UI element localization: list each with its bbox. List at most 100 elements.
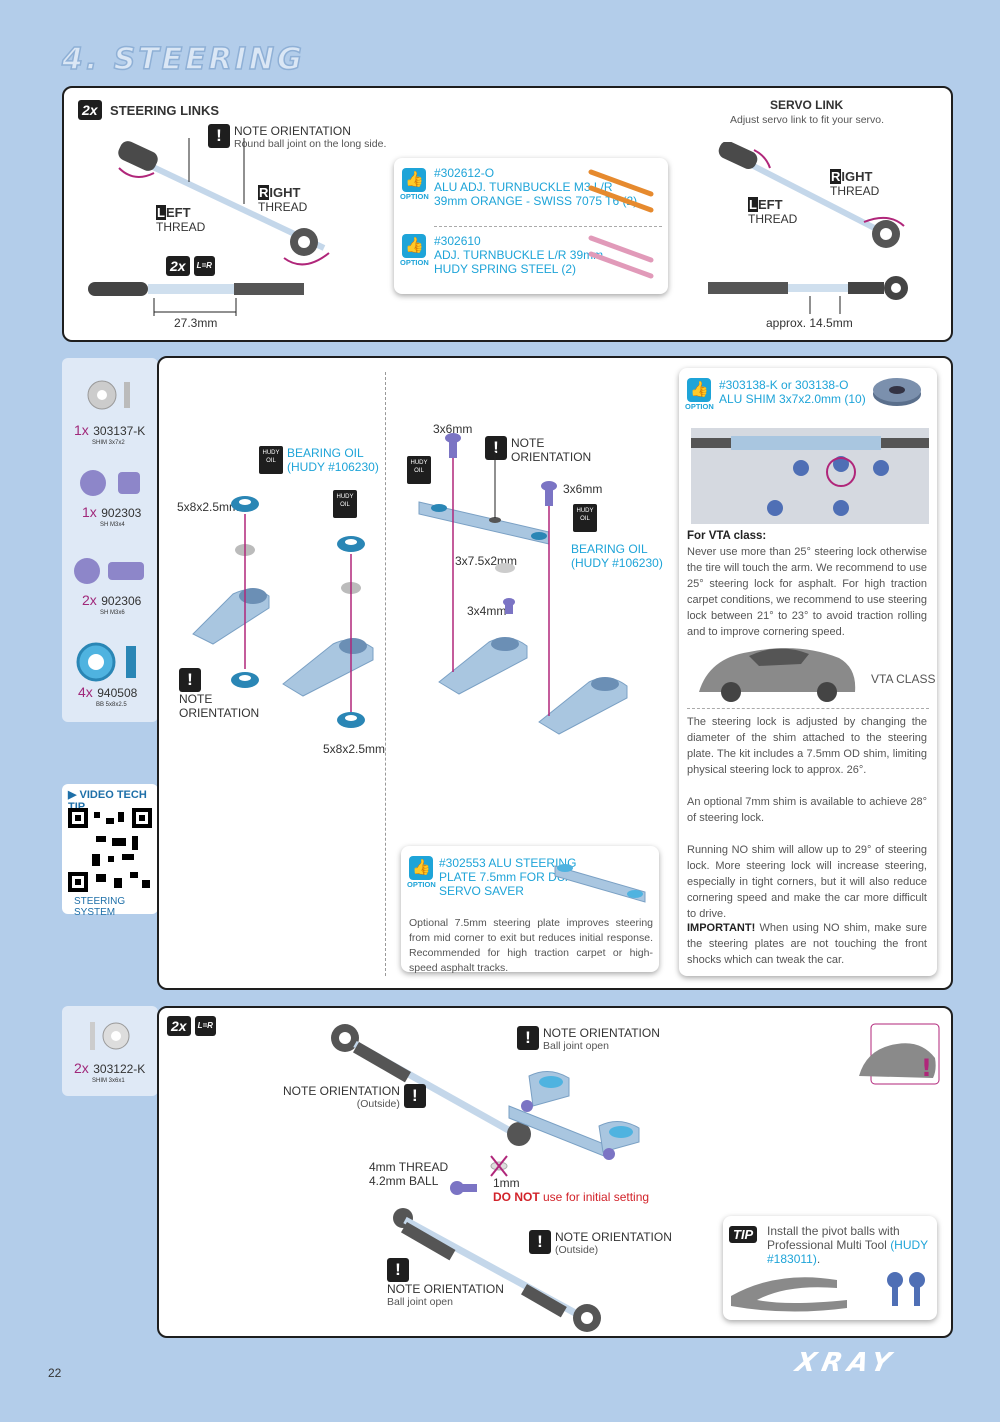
steering-link-measurement [88, 282, 304, 316]
servo-link-length-label: approx. 14.5mm [766, 316, 853, 330]
qr-code[interactable] [68, 808, 152, 892]
tip-box: TIP Install the pivot balls with Profess… [723, 1216, 937, 1320]
option-text: #302553 ALU STEERING PLATE 7.5mm FOR DUA… [439, 856, 581, 898]
multi-tool-image [731, 1272, 925, 1312]
screw-icon [80, 470, 140, 496]
steering-plate-on-chassis-image [691, 428, 929, 524]
option-badge: 👍 OPTION [400, 234, 429, 267]
rotation-arrow-left [118, 167, 155, 178]
warning-icon: ! [179, 668, 201, 692]
steering-links-panel: 2x STEERING LINKS ! NOTE ORIENTATION Rou… [62, 86, 953, 342]
option-turnbuckles-box: 👍 OPTION #302612-O ALU ADJ. TURNBUCKLE M… [394, 158, 668, 294]
steering-links-header: 2x STEERING LINKS [78, 100, 219, 120]
warning-icon: ! [403, 1084, 426, 1108]
page-title: 4. STEERING [61, 41, 305, 78]
upper-linkage-illustration [331, 1024, 640, 1160]
steering-link-illustration [118, 138, 330, 266]
right-thread-label: RIGHT THREAD [258, 185, 308, 214]
servo-link-illustration [718, 142, 905, 248]
thumbs-up-icon: 👍 [409, 856, 434, 880]
thumbs-up-icon: 👍 [402, 168, 427, 192]
turnbuckle-shaft [132, 155, 326, 251]
page-number: 22 [48, 1366, 62, 1380]
shim-icon [90, 1022, 130, 1050]
warning-icon: ! [517, 1026, 539, 1050]
quantity-lr-badges: 2x L=R [166, 256, 215, 276]
note-title: NOTE ORIENTATION [234, 124, 351, 138]
steering-lock-paragraph-1: The steering lock is adjusted by changin… [687, 716, 927, 776]
lower-linkage-illustration [393, 1208, 601, 1332]
alu-shim-image [873, 378, 921, 406]
option-text: #303138-K or 303138-O ALU SHIM 3x7x2.0mm… [719, 378, 866, 406]
part-entry: 4x 940508 BB 5x8x2.5 [78, 684, 138, 708]
quantity-badge: 2x [167, 1016, 191, 1036]
servo-right-thread-label: RIGHT THREAD [830, 169, 880, 198]
steering-arm-exploded-illustration [192, 496, 374, 728]
left-thread-label: LEFT THREAD [156, 205, 206, 234]
tip-text: Install the pivot balls with Professiona… [767, 1224, 928, 1266]
servo-link-measurement [708, 276, 908, 314]
servo-link-subtitle: Adjust servo link to fit your servo. [730, 114, 885, 126]
servo-left-thread-label: LEFT THREAD [748, 197, 798, 226]
ball-cup-left [118, 141, 158, 171]
shim-icon [87, 380, 130, 410]
quantity-badge: 2x [78, 100, 102, 120]
video-tech-tip[interactable]: ▶ VIDEO TECH TIP STEERING SYSTEM [62, 784, 158, 918]
note-orientation-callout: ! NOTE ORIENTATION Ball joint open [387, 1258, 504, 1308]
pivot-ball-shim-illustration [450, 1155, 508, 1195]
note-orientation-callout: ! NOTE ORIENTATION Round ball joint on t… [208, 124, 386, 151]
thumbs-up-icon: 👍 [402, 234, 427, 258]
video-caption: STEERING SYSTEM [74, 896, 126, 918]
option-badge: 👍 OPTION [400, 168, 429, 201]
part-entry: 1x 303137-K SHIM 3x7x2 [74, 422, 146, 446]
vta-car-image [699, 648, 856, 702]
vta-title: For VTA class: [687, 530, 767, 542]
vta-class-label: VTA CLASS [871, 672, 936, 686]
option-badge: 👍 OPTION [407, 856, 436, 889]
left-right-equal-icon: L=R [194, 1016, 216, 1036]
section-title: STEERING LINKS [110, 103, 220, 118]
svg-text:!: ! [921, 1054, 932, 1082]
screw-icon [74, 558, 144, 584]
steering-lock-info-box: 👍 OPTION #303138-K or 303138-O ALU SHIM … [679, 368, 937, 976]
steering-lock-paragraph-2: An optional 7mm shim is available to ach… [687, 796, 927, 824]
note-text: Round ball joint on the long side. [234, 138, 387, 150]
option-badge: 👍 OPTION [685, 378, 714, 411]
option-text: #302612-O ALU ADJ. TURNBUCKLE M3 L/R 39m… [434, 166, 638, 208]
car-orientation-icon: ! [859, 1023, 940, 1085]
orange-turnbuckle-image [588, 169, 654, 213]
vta-text: Never use more than 25° steering lock ot… [687, 546, 927, 638]
quantity-badge: 2x [166, 256, 190, 276]
ball-thread-label: 4mm THREAD 4.2mm BALL [369, 1160, 449, 1188]
bearing-oil-label: BEARING OIL (HUDY #106230) [571, 542, 663, 570]
part-entry: 2x 902306 SH M3x6 [82, 592, 142, 616]
shim-note: 1mm DO NOT use for initial setting [493, 1176, 650, 1204]
important-note: IMPORTANT! When using NO shim, make sure… [687, 922, 927, 966]
note-orientation-callout: NOTE ORIENTATION(Outside) ! [283, 1084, 426, 1111]
pink-turnbuckle-image [588, 235, 654, 279]
part-entry: 1x 902303 SH M3x4 [82, 504, 142, 528]
part-entry: 2x 303122-K SHIM 3x6x1 [74, 1060, 146, 1084]
steering-lock-paragraph-3: Running NO shim will allow up to 29° of … [687, 844, 927, 920]
rotation-arrow-right [283, 252, 330, 266]
xray-logo: XRAY [792, 1348, 900, 1378]
option-steering-plate-box: 👍 OPTION #302553 ALU STEERING PLATE 7.5m… [401, 846, 659, 974]
bearing-size-label: 5x8x2.5mm [323, 742, 386, 756]
warning-icon: ! [529, 1230, 551, 1254]
link-length-label: 27.3mm [174, 316, 218, 330]
screw-size-label: 3x6mm [563, 482, 603, 496]
warning-icon: ! [387, 1258, 409, 1282]
play-icon: ▶ [68, 789, 77, 801]
servo-link-title: SERVO LINK [770, 98, 844, 112]
steering-plate-image [554, 864, 646, 903]
parts-sidebar-2: 2x 303122-K SHIM 3x6x1 [62, 1006, 158, 1096]
quantity-lr-badges: 2x L=R [167, 1016, 216, 1036]
steering-plate-exploded-illustration [418, 433, 628, 735]
